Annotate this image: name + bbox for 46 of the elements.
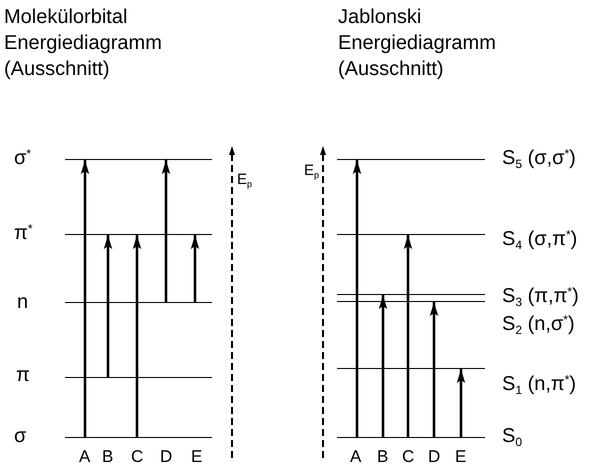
energy-level-line	[337, 368, 485, 369]
transition-letter: A	[79, 448, 90, 466]
energy-level-label: σ$^{*}$	[14, 147, 32, 169]
transition-letter: A	[350, 448, 362, 466]
energy-level-line	[337, 437, 485, 438]
transition-arrow	[104, 235, 112, 377]
transition-letter: D	[428, 448, 440, 466]
transition-letter: C	[402, 448, 414, 466]
energy-level-line	[337, 294, 485, 295]
transition-letter: D	[160, 448, 172, 466]
transition-letter: B	[377, 448, 388, 466]
transition-arrow	[378, 295, 388, 437]
energy-level-label: S$_{5}$ (σ,σ$^{*}$)	[502, 147, 576, 169]
energy-level-label: S$_{1}$ (n,π$^{*}$)	[502, 373, 576, 395]
energy-level-line	[337, 234, 485, 235]
transition-letter: E	[455, 448, 466, 466]
transition-arrow	[80, 160, 90, 437]
transition-arrow	[456, 369, 466, 437]
energy-level-line	[65, 437, 212, 438]
energy-level-label: π	[16, 364, 30, 386]
transition-letter: E	[191, 448, 202, 466]
axis-label: E$_{p}$	[304, 162, 320, 179]
energy-level-label: n	[17, 291, 28, 313]
energy-level-line	[65, 302, 212, 303]
transition-arrow	[430, 302, 438, 437]
transition-arrow	[162, 160, 170, 302]
transition-arrow	[190, 235, 200, 302]
energy-level-label: σ	[14, 425, 26, 447]
energy-level-label: S$_{2}$ (n,σ$^{*}$)	[502, 313, 575, 335]
diagram-heading: Jablonski Energiediagramm (Ausschnitt)	[338, 5, 497, 82]
energy-level-line	[337, 159, 485, 160]
transition-arrow	[132, 235, 142, 437]
transition-arrow	[404, 235, 412, 437]
axis-label: E$_{p}$	[237, 171, 252, 188]
energy-level-label: S$_{3}$ (π,π$^{*}$)	[502, 285, 579, 307]
energy-level-label: π$^{*}$	[14, 222, 32, 244]
energy-level-label: S$_{4}$ (σ,π$^{*}$)	[502, 228, 578, 250]
transition-arrow	[352, 160, 362, 437]
energy-level-label: S$_{0}$	[502, 425, 522, 447]
transition-letter: C	[131, 448, 144, 466]
energy-level-line	[65, 159, 212, 160]
energy-level-line	[337, 301, 485, 302]
transition-letter: B	[102, 448, 114, 466]
diagram-heading: Molekülorbital Energiediagramm (Ausschnitt)	[4, 5, 163, 82]
energy-level-line	[65, 234, 212, 235]
energy-level-line	[65, 377, 212, 378]
